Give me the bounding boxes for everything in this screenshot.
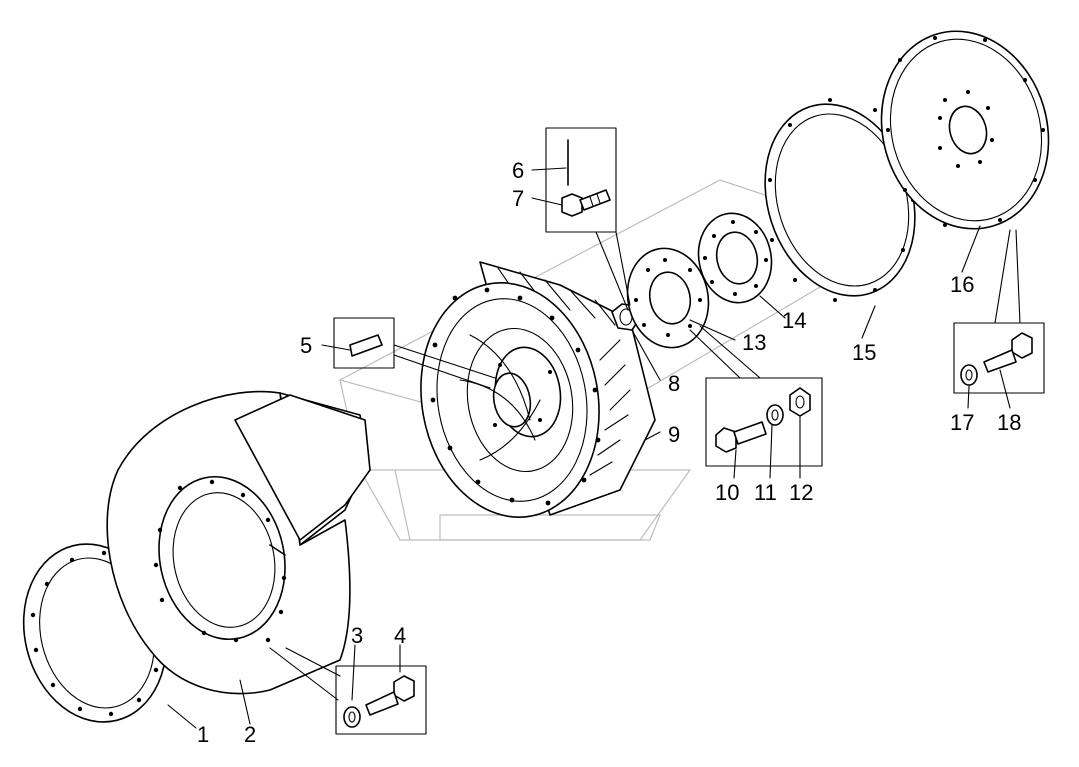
callout-5: 5 (300, 333, 312, 358)
part-14-flange (697, 212, 773, 304)
callout-6: 6 (512, 158, 524, 183)
part-16-cover (880, 30, 1050, 230)
callout-17: 17 (950, 410, 974, 435)
callout-14: 14 (782, 308, 806, 333)
callout-16: 16 (950, 272, 974, 297)
callout-3: 3 (351, 623, 363, 648)
detail-box-5 (333, 317, 496, 389)
callout-1: 1 (197, 722, 209, 747)
leader-lines (167, 167, 1011, 729)
callout-10: 10 (715, 480, 739, 505)
detail-box-6-7 (545, 127, 631, 311)
callout-11: 11 (754, 480, 777, 505)
callout-4: 4 (394, 623, 406, 648)
part-9-impeller (420, 261, 656, 519)
detail-box-10-12 (689, 325, 823, 467)
part-2-housing (106, 390, 371, 695)
callout-7: 7 (512, 186, 524, 211)
part-13-plate (626, 247, 710, 349)
callout-labels: 1 2 3 4 5 6 7 8 9 10 11 12 13 14 15 16 1… (197, 158, 1021, 747)
detail-box-17-18 (953, 229, 1045, 394)
callout-12: 12 (789, 480, 813, 505)
callout-18: 18 (997, 410, 1021, 435)
callout-15: 15 (852, 340, 876, 365)
callout-2: 2 (244, 722, 256, 747)
callout-9: 9 (668, 422, 680, 447)
callout-8: 8 (668, 371, 680, 396)
callout-13: 13 (742, 330, 766, 355)
detail-box-3-4 (269, 647, 427, 735)
